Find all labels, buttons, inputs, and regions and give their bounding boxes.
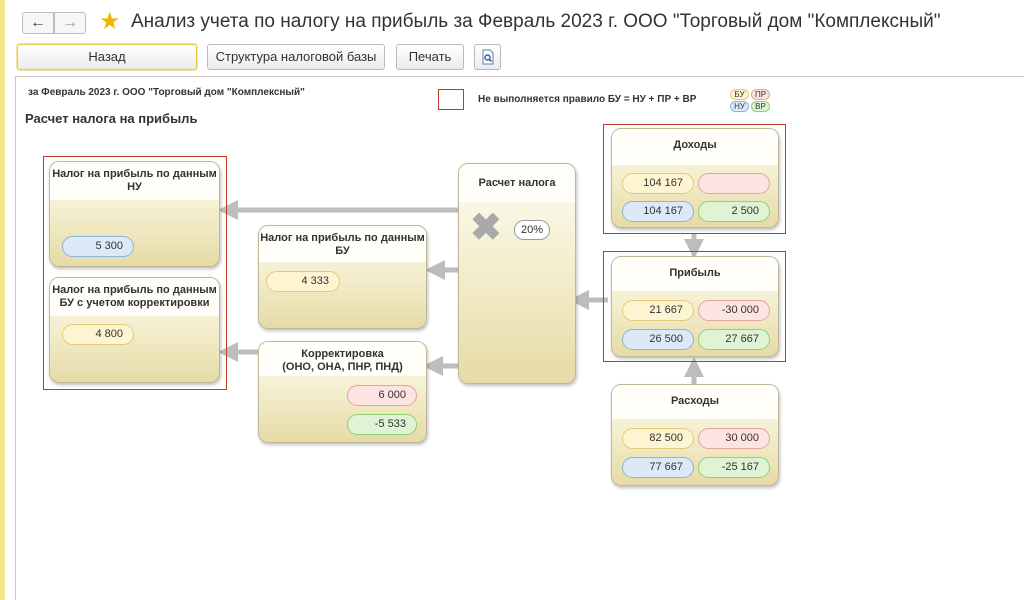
expenses-bu-value: 82 500: [622, 428, 694, 449]
window-title: Анализ учета по налогу на прибыль за Фев…: [131, 11, 941, 32]
back-arrow-button[interactable]: ←: [22, 12, 54, 34]
preview-button[interactable]: [474, 44, 501, 70]
income-red-frame: [603, 124, 786, 234]
forward-arrow-button[interactable]: →: [54, 12, 86, 34]
expenses-vr-value: -25 167: [698, 457, 770, 478]
tax-bu-title-line1: Налог на прибыль по данным: [260, 232, 425, 244]
legend-chip-pr: ПР: [751, 89, 770, 100]
preview-icon: [482, 49, 493, 65]
tax-bu-card-title: Налог на прибыль по данным БУ: [259, 226, 426, 262]
tax-rate-value: 20%: [514, 220, 550, 240]
profit-nu-value: 26 500: [622, 329, 694, 350]
adjustment-pr-value: 6 000: [347, 385, 417, 406]
adjustment-title-line1: Корректировка: [301, 348, 384, 360]
multiply-icon: ✖: [470, 207, 502, 249]
tax-calc-card[interactable]: Расчет налога 20%: [458, 163, 576, 384]
tax-bu-adjusted-card-title: Налог на прибыль по данным БУ с учетом к…: [50, 278, 219, 316]
legend-rule-text: Не выполняется правило БУ = НУ + ПР + ВР: [478, 94, 697, 105]
left-accent-strip: [0, 0, 5, 600]
report-heading: Расчет налога на прибыль: [25, 111, 198, 126]
tax-calc-card-title: Расчет налога: [459, 164, 575, 202]
adjustment-card-title: Корректировка (ОНО, ОНА, ПНР, ПНД): [259, 342, 426, 376]
report-area: [15, 76, 1024, 600]
tax-bu-adjusted-title-line1: Налог на прибыль по данным: [52, 284, 217, 296]
expenses-card-title: Расходы: [612, 385, 778, 419]
legend-chip-nu: НУ: [730, 101, 749, 112]
adjustment-vr-value: -5 533: [347, 414, 417, 435]
legend-red-box: [438, 89, 464, 110]
profit-vr-value: 27 667: [698, 329, 770, 350]
tax-nu-card[interactable]: Налог на прибыль по данным НУ 5 300: [49, 161, 220, 267]
profit-red-frame: [603, 251, 786, 362]
expenses-card[interactable]: Расходы 82 500 30 000 77 667 -25 167: [611, 384, 779, 486]
tax-results-red-frame: [43, 156, 227, 390]
profit-card-title: Прибыль: [612, 257, 778, 291]
profit-pr-value: -30 000: [698, 300, 770, 321]
income-card-title: Доходы: [612, 129, 778, 165]
tax-bu-card[interactable]: Налог на прибыль по данным БУ 4 333: [258, 225, 427, 329]
tax-nu-title-line2: НУ: [127, 181, 142, 193]
income-vr-value: 2 500: [698, 201, 770, 222]
adjustment-title-line2: (ОНО, ОНА, ПНР, ПНД): [282, 361, 403, 373]
legend-chip-bu: БУ: [730, 89, 749, 100]
tax-bu-adjusted-title-line2: БУ с учетом корректировки: [59, 297, 210, 309]
report-subtitle: за Февраль 2023 г. ООО "Торговый дом "Ко…: [28, 87, 305, 98]
income-pr-value: [698, 173, 770, 194]
income-card[interactable]: Доходы 104 167 104 167 2 500: [611, 128, 779, 228]
profit-bu-value: 21 667: [622, 300, 694, 321]
tax-nu-title-line1: Налог на прибыль по данным: [52, 168, 217, 180]
tax-nu-value: 5 300: [62, 236, 134, 257]
adjustment-card[interactable]: Корректировка (ОНО, ОНА, ПНР, ПНД) 6 000…: [258, 341, 427, 443]
tax-bu-adjusted-value: 4 800: [62, 324, 134, 345]
favorite-star-icon[interactable]: ★: [99, 8, 121, 35]
expenses-pr-value: 30 000: [698, 428, 770, 449]
income-nu-value: 104 167: [622, 201, 694, 222]
tax-bu-title-line2: БУ: [335, 245, 350, 257]
back-button[interactable]: Назад: [17, 44, 197, 70]
print-button[interactable]: Печать: [396, 44, 464, 70]
tax-base-structure-button[interactable]: Структура налоговой базы: [207, 44, 385, 70]
income-bu-value: 104 167: [622, 173, 694, 194]
tax-nu-card-title: Налог на прибыль по данным НУ: [50, 162, 219, 200]
tax-bu-value: 4 333: [266, 271, 340, 292]
expenses-nu-value: 77 667: [622, 457, 694, 478]
tax-bu-adjusted-card[interactable]: Налог на прибыль по данным БУ с учетом к…: [49, 277, 220, 383]
legend-chip-vr: ВР: [751, 101, 770, 112]
profit-card[interactable]: Прибыль 21 667 -30 000 26 500 27 667: [611, 256, 779, 357]
